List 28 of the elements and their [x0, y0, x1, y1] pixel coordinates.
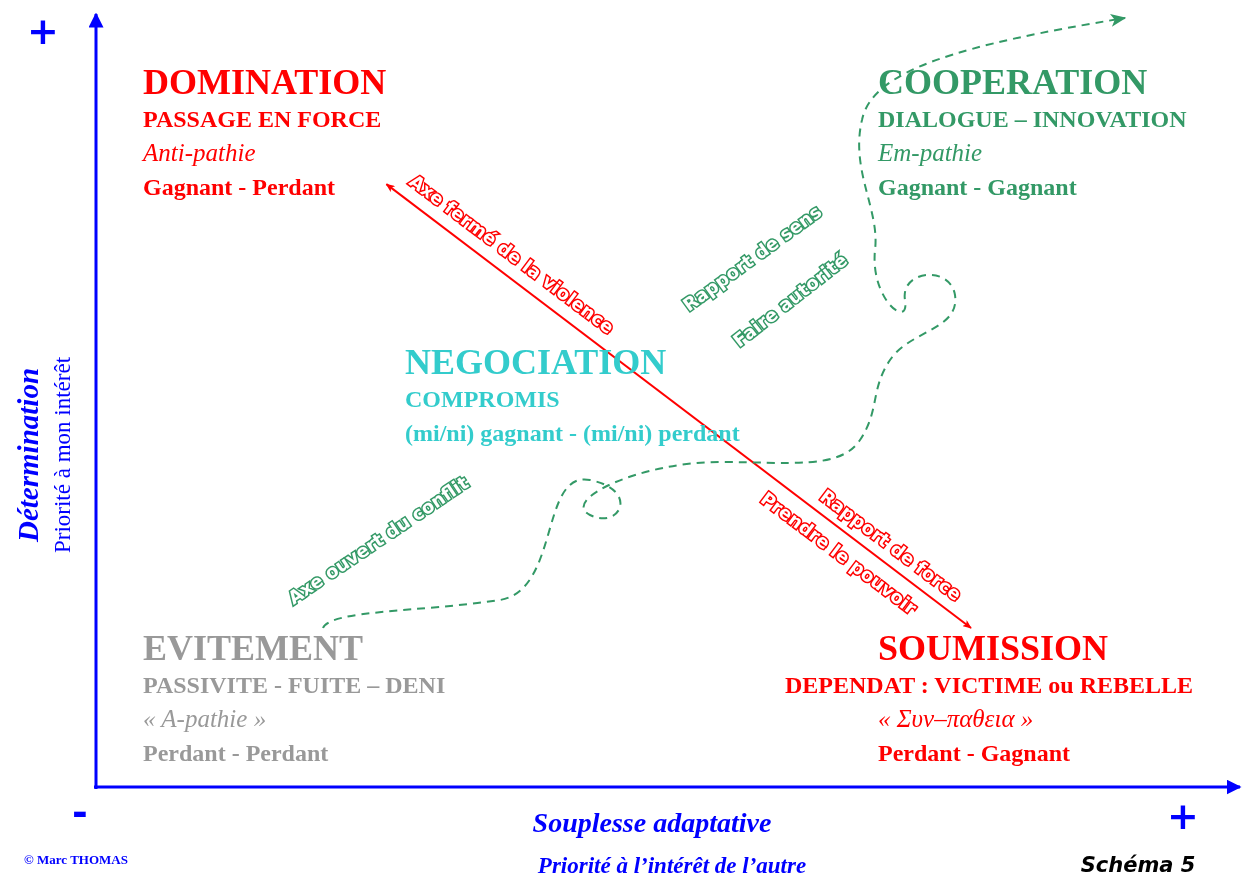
- quadrant-text: DEPENDAT : VICTIME ou REBELLE: [785, 671, 1194, 700]
- quadrant-text: « A-pathie »: [143, 704, 268, 734]
- quadrant-text: Gagnant - Gagnant: [878, 173, 1078, 202]
- figure-number: Schéma 5: [1080, 853, 1196, 877]
- arrow: [385, 183, 972, 629]
- minus-sign: -: [72, 790, 88, 834]
- quadrant-text: DIALOGUE – INNOVATION: [878, 105, 1187, 134]
- quadrant-text: PASSAGE EN FORCE: [143, 105, 383, 134]
- quadrant-text: Em-pathie: [878, 138, 984, 168]
- quadrant-text: COMPROMIS: [405, 385, 561, 414]
- quadrant-heading: DOMINATION: [143, 62, 387, 102]
- axis-subtitle: Priorité à l’intérêt de l’autre: [537, 853, 807, 877]
- plus-sign: +: [27, 9, 59, 53]
- quadrant-text: Gagnant - Perdant: [143, 173, 336, 202]
- quadrant-text: Anti-pathie: [143, 138, 257, 168]
- quadrant-heading: COOPERATION: [878, 62, 1149, 102]
- quadrant-text: Perdant - Perdant: [143, 739, 330, 768]
- quadrant-heading: EVITEMENT: [143, 628, 365, 668]
- quadrant-text: PASSIVITE - FUITE – DENI: [143, 671, 446, 700]
- quadrant-text: « Συν–παθεια »: [877, 704, 1035, 734]
- copyright-note: © Marc THOMAS: [24, 852, 128, 868]
- plus-sign: +: [1167, 794, 1199, 838]
- axis-title: Souplesse adaptative: [532, 807, 772, 839]
- axis-subtitle: Priorité à mon intérêt: [50, 356, 76, 554]
- dashed-arrow: [322, 14, 1127, 629]
- quadrant-heading: SOUMISSION: [877, 628, 1110, 668]
- quadrant-text: Perdant - Gagnant: [877, 739, 1071, 768]
- axis-title: Détermination: [11, 368, 45, 542]
